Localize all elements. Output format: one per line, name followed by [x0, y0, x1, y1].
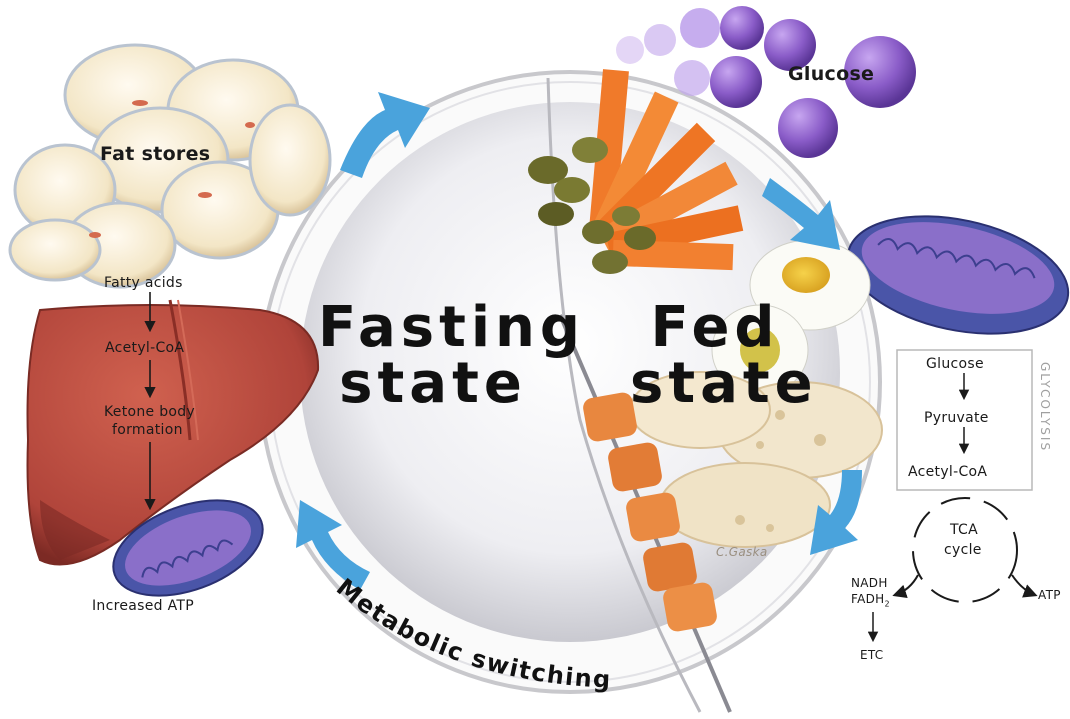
- fatty-acids-label: Fatty acids: [104, 275, 183, 291]
- fat-cells: [10, 45, 330, 287]
- glucose-top-label: Glucose: [788, 63, 874, 85]
- glycolysis-glucose-label: Glucose: [926, 356, 984, 372]
- etc-label: ETC: [860, 648, 884, 662]
- ketone-body-label: Ketone body: [104, 404, 195, 420]
- fat-stores-label: Fat stores: [100, 143, 210, 165]
- acetyl-coa-left-label: Acetyl-CoA: [105, 340, 184, 356]
- glycolysis-side-label: GLYCOLYSIS: [1038, 362, 1052, 452]
- ketone-formation-label: formation: [112, 422, 183, 438]
- fadh2-subscript: 2: [884, 599, 889, 608]
- fadh2-label: FADH2: [851, 592, 890, 608]
- tca-line1-label: TCA: [950, 522, 978, 538]
- artist-signature: C.Gaska: [716, 545, 768, 559]
- fasting-line1: Fasting: [318, 300, 548, 356]
- glycolysis-acetyl-coa-label: Acetyl-CoA: [908, 464, 987, 480]
- fadh2-base: FADH: [851, 592, 884, 606]
- atp-right-label: ATP: [1038, 588, 1061, 602]
- nadh-label: NADH: [851, 576, 888, 590]
- fasting-line2: state: [318, 356, 548, 412]
- glycolysis-pyruvate-label: Pyruvate: [924, 410, 989, 426]
- fed-line2: state: [630, 356, 800, 412]
- increased-atp-label: Increased ATP: [92, 598, 194, 614]
- fed-line1: Fed: [630, 300, 800, 356]
- fasting-state-label: Fasting state: [318, 300, 548, 412]
- tca-line2-label: cycle: [944, 542, 982, 558]
- fed-state-label: Fed state: [630, 300, 800, 412]
- tca-cycle-ring: [873, 498, 1035, 640]
